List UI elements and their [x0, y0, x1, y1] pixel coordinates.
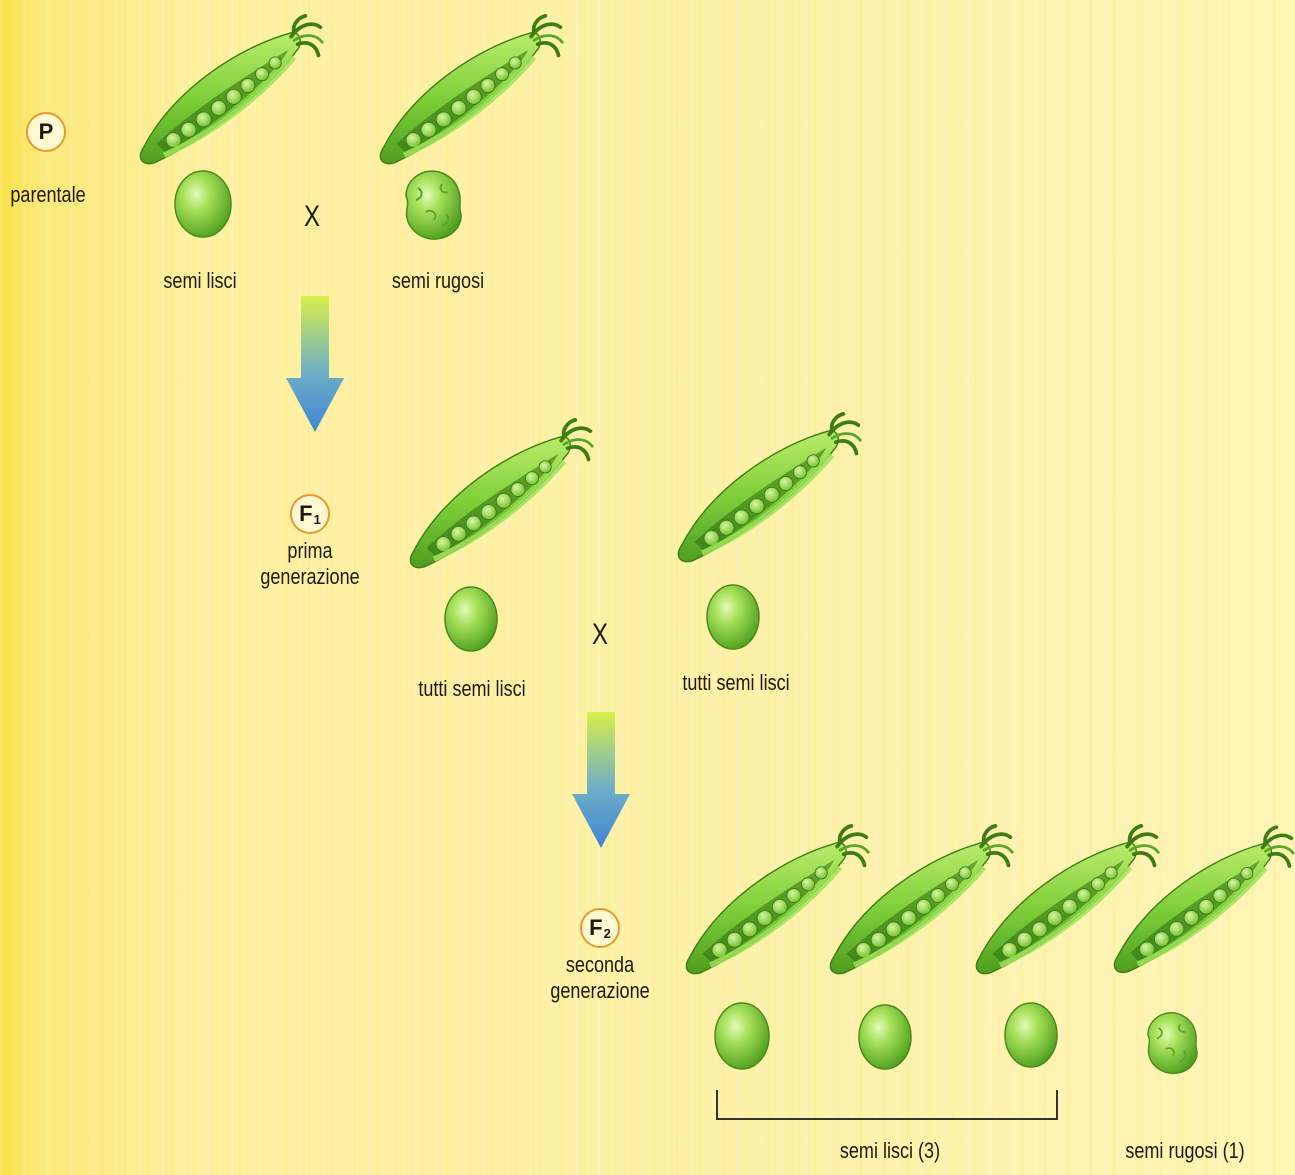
smooth-pea — [172, 168, 234, 240]
pod-parental-smooth — [130, 14, 330, 174]
wrinkled-pea — [1144, 1010, 1200, 1076]
f1-left-label: tutti semi lisci — [406, 676, 537, 702]
parental-smooth-label: semi lisci — [143, 268, 258, 294]
arrow-to-f2 — [570, 712, 632, 852]
smooth-seeds-bracket — [716, 1090, 1058, 1120]
cross-symbol-f1: X — [592, 618, 608, 652]
pod-parental-wrinkled — [370, 14, 570, 174]
smooth-pea — [1002, 1000, 1060, 1070]
pod-f2-4 — [1110, 824, 1295, 984]
arrow-to-f1 — [284, 296, 346, 436]
parental-wrinkled-label: semi rugosi — [381, 268, 496, 294]
parental-label: parentale — [9, 182, 88, 208]
f1-right-label: tutti semi lisci — [670, 670, 801, 696]
f2-wrinkled-label: semi rugosi (1) — [1115, 1138, 1254, 1164]
cross-symbol-parental: X — [304, 200, 320, 234]
wrinkled-pea — [402, 168, 464, 242]
pod-f1-left — [400, 418, 600, 578]
pod-f1-right — [668, 412, 868, 572]
f1-label: prima generazione — [259, 538, 361, 590]
smooth-pea — [712, 1000, 772, 1072]
smooth-pea — [442, 584, 500, 654]
f2-smooth-label: semi lisci (3) — [824, 1138, 955, 1164]
smooth-pea — [856, 1002, 914, 1072]
smooth-pea — [704, 582, 762, 652]
parental-badge: P — [26, 112, 66, 152]
f2-label: seconda generazione — [549, 952, 651, 1004]
